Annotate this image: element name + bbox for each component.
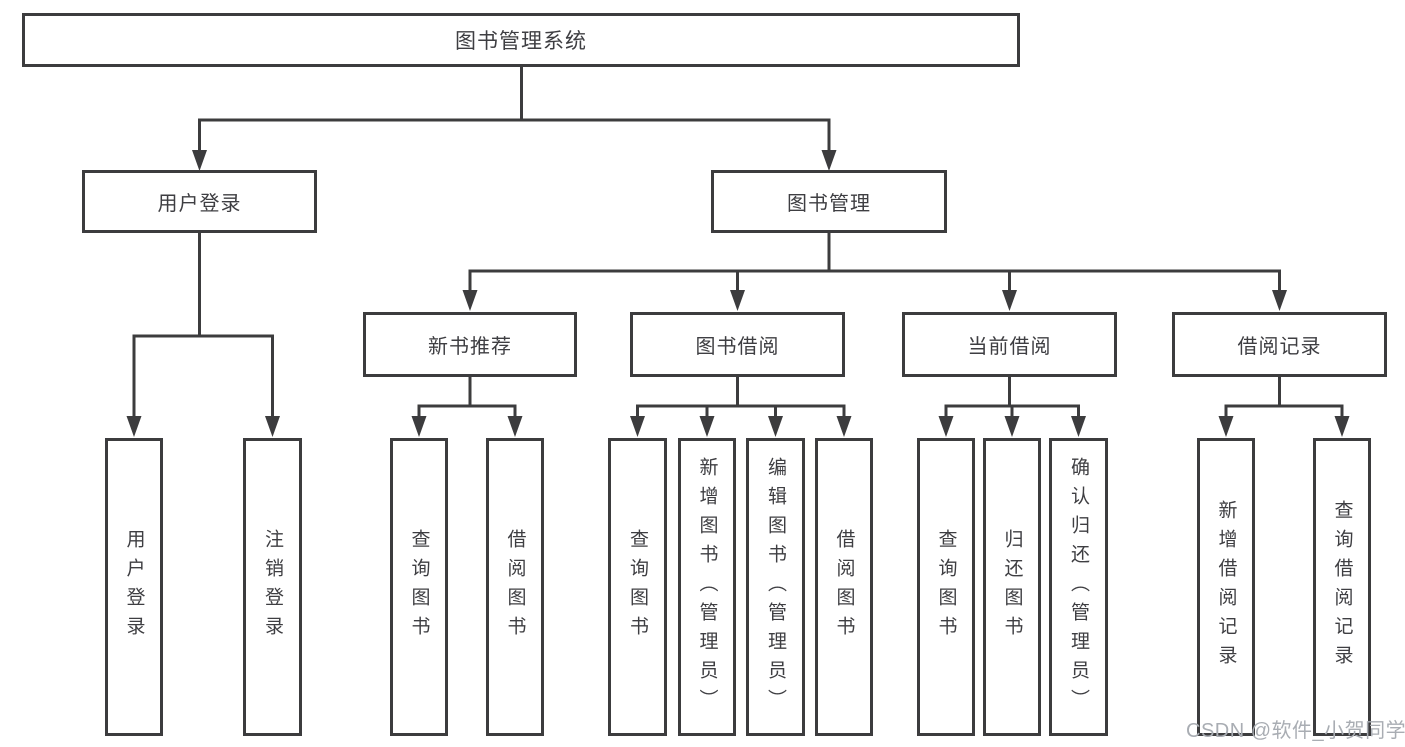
leaf-user-login: 用户登录	[105, 438, 163, 736]
node-user-login: 用户登录	[82, 170, 317, 233]
node-new-book-recommend-label: 新书推荐	[428, 336, 512, 358]
node-current-borrowing-label: 当前借阅	[967, 336, 1052, 358]
leaf-add-book-admin-label: 新增图书（管理员）	[696, 456, 718, 718]
leaf-return-book-label: 归还图书	[1001, 529, 1023, 645]
leaf-query-books-borrowing-label: 查询图书	[627, 529, 648, 645]
leaf-borrow-books-borrowing: 借阅图书	[815, 438, 873, 736]
node-book-borrowing-label: 图书借阅	[695, 336, 780, 358]
leaf-edit-book-admin: 编辑图书（管理员）	[746, 438, 805, 736]
leaf-query-borrow-record: 查询借阅记录	[1313, 438, 1371, 736]
node-user-login-label: 用户登录	[157, 193, 242, 215]
node-book-borrowing: 图书借阅	[630, 312, 845, 377]
node-borrowing-records: 借阅记录	[1172, 312, 1387, 377]
leaf-add-borrow-record-label: 新增借阅记录	[1215, 500, 1237, 674]
csdn-watermark: CSDN @软件_小贺同学	[1186, 720, 1405, 742]
leaf-borrow-books-borrowing-label: 借阅图书	[833, 529, 855, 645]
leaf-query-books-current-label: 查询图书	[935, 529, 957, 645]
leaf-query-books-recommend: 查询图书	[390, 438, 448, 736]
leaf-add-book-admin: 新增图书（管理员）	[678, 438, 736, 736]
leaf-query-books-borrowing: 查询图书	[608, 438, 667, 736]
leaf-query-books-recommend-label: 查询图书	[408, 529, 430, 645]
leaf-logout-label: 注销登录	[262, 529, 283, 645]
node-book-management: 图书管理	[711, 170, 947, 233]
leaf-query-books-current: 查询图书	[917, 438, 975, 736]
node-borrowing-records-label: 借阅记录	[1237, 336, 1322, 358]
leaf-add-borrow-record: 新增借阅记录	[1197, 438, 1255, 736]
leaf-confirm-return-admin: 确认归还（管理员）	[1049, 438, 1108, 736]
leaf-borrow-books-recommend: 借阅图书	[486, 438, 544, 736]
node-root: 图书管理系统	[22, 13, 1020, 67]
node-new-book-recommend: 新书推荐	[363, 312, 577, 377]
node-current-borrowing: 当前借阅	[902, 312, 1117, 377]
leaf-query-borrow-record-label: 查询借阅记录	[1331, 500, 1353, 674]
leaf-logout: 注销登录	[243, 438, 302, 736]
node-root-label: 图书管理系统	[455, 30, 587, 53]
node-book-management-label: 图书管理	[787, 193, 871, 215]
leaf-confirm-return-admin-label: 确认归还（管理员）	[1068, 456, 1089, 718]
leaf-user-login-label: 用户登录	[123, 529, 145, 645]
leaf-edit-book-admin-label: 编辑图书（管理员）	[765, 456, 786, 718]
leaf-return-book: 归还图书	[983, 438, 1041, 736]
leaf-borrow-books-recommend-label: 借阅图书	[504, 529, 526, 645]
